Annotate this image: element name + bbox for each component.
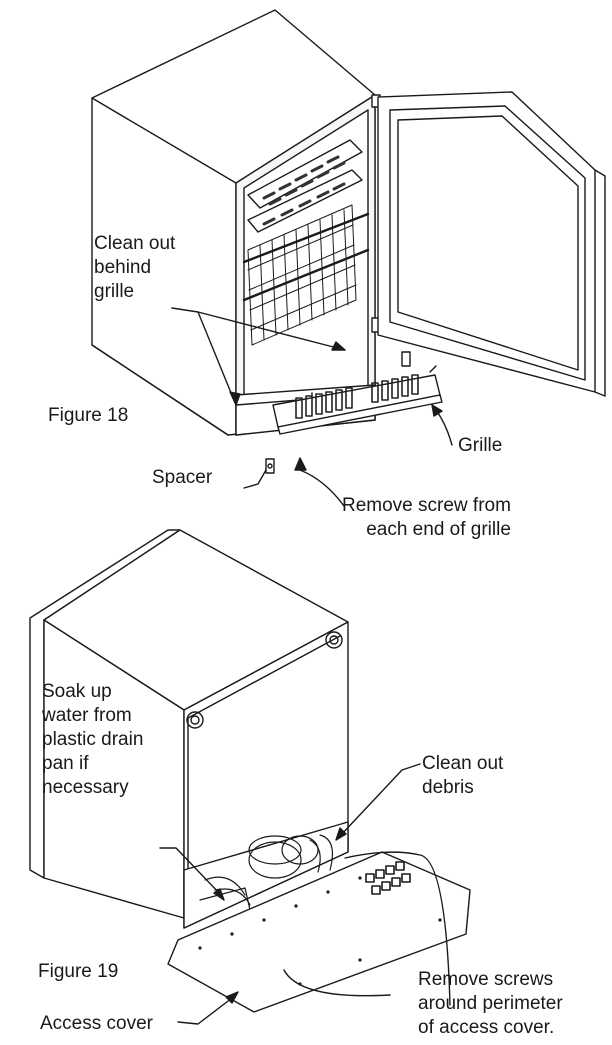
soak-up-water-label: Soak up water from plastic drain pan if … [42, 681, 144, 798]
grille-label: Grille [458, 435, 503, 456]
remove-screw-label: Remove screw from each end of grille [342, 495, 511, 540]
remove-screws-label: Remove screws around perimeter of access… [418, 969, 563, 1038]
clean-debris-label: Clean out debris [422, 753, 504, 798]
access-cover-label: Access cover [40, 1013, 153, 1034]
spacer-label: Spacer [152, 467, 213, 488]
refrigerator-rear-drawing [29, 529, 471, 1025]
clean-behind-grille-label: Clean out behind grille [94, 233, 176, 302]
figure-18-caption: Figure 18 [48, 405, 129, 426]
refrigerator-front-drawing [91, 9, 606, 507]
figure-19-caption: Figure 19 [38, 961, 119, 982]
